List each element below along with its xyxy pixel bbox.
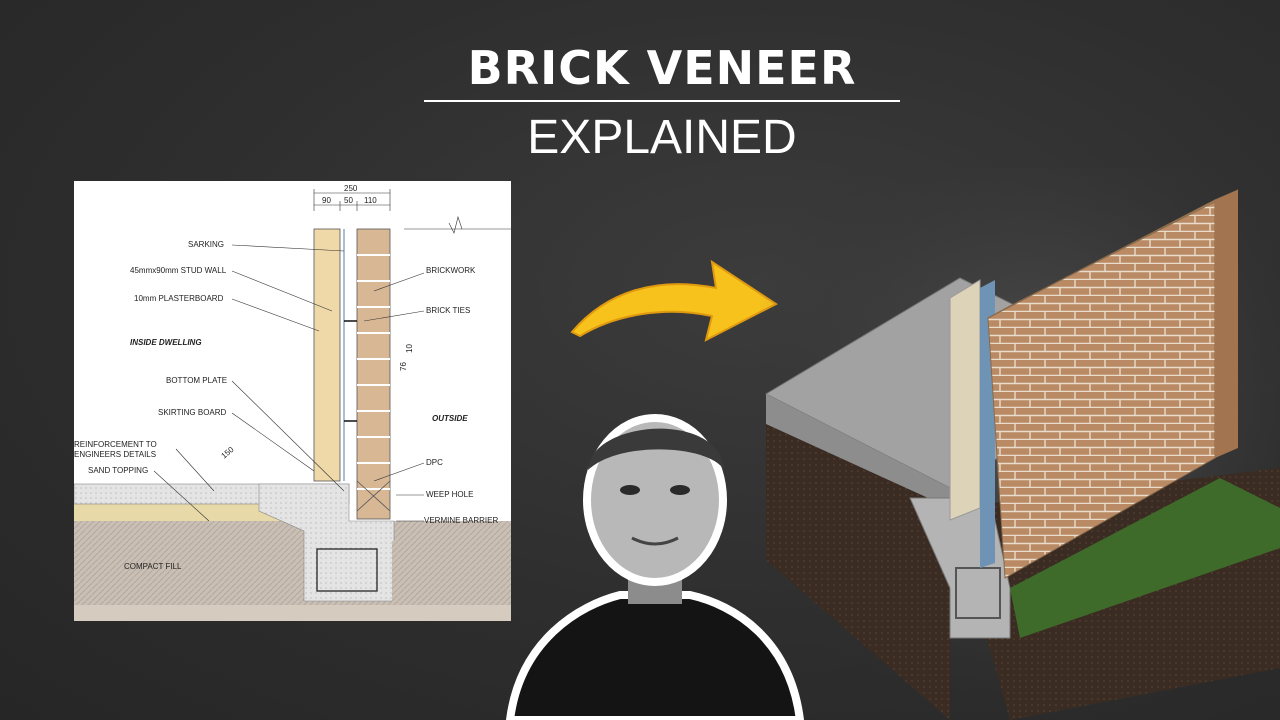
label-inside: INSIDE DWELLING: [130, 338, 202, 347]
soil-block-left: [766, 424, 950, 720]
presenter-face: [583, 414, 727, 586]
label-compact-fill: COMPACT FILL: [124, 562, 182, 571]
dim-dpc-course: 10: [405, 344, 414, 353]
footing-rebar: [955, 567, 1001, 619]
presenter-hair: [588, 428, 724, 470]
dim-cavity: 50: [344, 196, 353, 205]
timber-frame: [949, 279, 981, 521]
presenter-shirt: [505, 591, 805, 720]
dim-stud: 90: [322, 196, 331, 205]
leader-lines: [153, 244, 425, 522]
sand-topping-layer: [74, 503, 304, 521]
section-drawing: 250 90 50 110 76 10 150 SARKING 45mmx90m…: [74, 181, 511, 621]
label-vermine-barrier: VERMINE BARRIER: [424, 516, 498, 525]
label-reinforcement-2: ENGINEERS DETAILS: [74, 450, 156, 459]
label-sarking: SARKING: [188, 240, 224, 249]
presenter-eye-left: [620, 485, 640, 495]
title-sub: EXPLAINED: [527, 111, 797, 164]
label-outside: OUTSIDE: [432, 414, 468, 423]
curved-arrow-icon: [570, 259, 778, 342]
brick-wall-end: [1215, 190, 1238, 458]
label-brickwork: BRICKWORK: [426, 266, 476, 275]
stud-wall: [313, 228, 341, 482]
dim-overall: 250: [344, 184, 358, 193]
label-weep-hole: WEEP HOLE: [426, 490, 473, 499]
presenter-eye-right: [670, 485, 690, 495]
title-divider: [424, 100, 900, 102]
dim-brick: 110: [364, 196, 377, 205]
dim-dpc-height: 76: [399, 362, 408, 371]
label-bottom-plate: BOTTOM PLATE: [166, 376, 227, 385]
brickwork-column: [356, 228, 391, 520]
grass: [1010, 478, 1280, 638]
presenter-mouth: [631, 536, 679, 546]
footing-reinforcement: [316, 548, 378, 592]
brick-ties: [344, 320, 357, 422]
title-main: BRICK VENEER: [467, 41, 857, 95]
slab-edge: [766, 394, 950, 508]
label-sand-topping: SAND TOPPING: [88, 466, 148, 475]
label-plasterboard: 10mm PLASTERBOARD: [134, 294, 224, 303]
outside-ground: [392, 541, 511, 605]
label-stud-wall: 45mmx90mm STUD WALL: [130, 266, 227, 275]
dim-slab-edge: 150: [220, 445, 236, 461]
base-layer: [74, 605, 511, 621]
presenter-photo: [505, 414, 805, 720]
label-skirting: SKIRTING BOARD: [158, 408, 227, 417]
label-brick-ties: BRICK TIES: [426, 306, 470, 315]
label-reinforcement-1: REINFORCEMENT TO: [74, 440, 157, 449]
isometric-wall-model: [760, 168, 1280, 720]
label-dpc: DPC: [426, 458, 443, 467]
